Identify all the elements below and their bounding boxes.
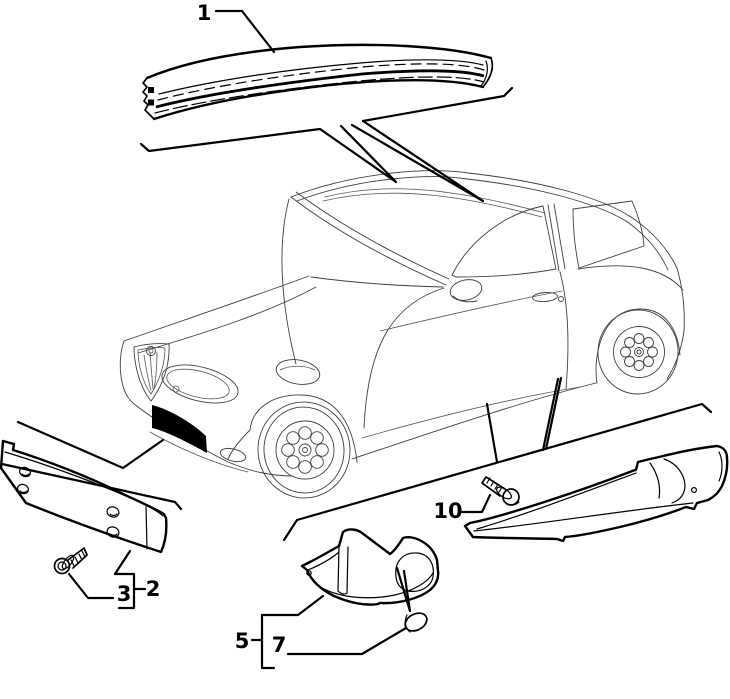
a-pillar-outer bbox=[290, 196, 447, 286]
quarter-window bbox=[572, 200, 645, 269]
grille-shield bbox=[133, 343, 170, 402]
bumper-pointer bbox=[16, 420, 165, 470]
moulding-end-cell bbox=[148, 99, 154, 106]
rear-arch-base bbox=[595, 366, 598, 384]
roof-drip-rail bbox=[296, 176, 627, 222]
moulding-end-section bbox=[142, 77, 155, 120]
roof-application-lines bbox=[139, 86, 514, 203]
hood-shutline bbox=[137, 286, 317, 354]
roof-pointer-right bbox=[350, 119, 485, 203]
callout-7-leader bbox=[286, 626, 408, 656]
car-illustration bbox=[119, 170, 685, 499]
door-window bbox=[451, 205, 557, 278]
bumper-air-intake bbox=[152, 405, 207, 453]
callout-5-7-bracket bbox=[250, 594, 408, 670]
part-3-screw bbox=[53, 547, 88, 575]
callout-7-label: 7 bbox=[272, 633, 287, 657]
callout-3-label: 3 bbox=[117, 582, 132, 606]
callout-5-label: 5 bbox=[235, 629, 250, 653]
bumper-application-lines bbox=[0, 420, 183, 511]
door-lock bbox=[558, 296, 564, 302]
door-front-edge bbox=[363, 287, 445, 429]
roof-pointer-left bbox=[318, 124, 398, 184]
quarter-crease bbox=[577, 265, 684, 291]
front-fender-edge bbox=[227, 429, 251, 460]
bumper-lip bbox=[149, 431, 249, 473]
alfa-badge bbox=[146, 346, 156, 356]
front-wheel bbox=[257, 401, 351, 499]
callout-bracket-2-3 bbox=[113, 572, 147, 610]
rear-edge bbox=[666, 330, 685, 380]
part-2-bumper-moulding bbox=[0, 439, 168, 554]
callout-3-leader bbox=[67, 572, 115, 600]
sill-application-lines bbox=[282, 376, 713, 542]
front-nose bbox=[119, 340, 135, 405]
callout-10-label: 10 bbox=[433, 499, 462, 523]
mirror-stalk bbox=[452, 295, 478, 303]
far-fender-line bbox=[281, 198, 297, 365]
cap-pointer bbox=[395, 566, 412, 613]
hatch-edge bbox=[630, 216, 685, 332]
hatch-inner bbox=[625, 220, 669, 271]
moulding-screw-holes bbox=[17, 466, 120, 538]
roof-seam-b bbox=[322, 192, 543, 218]
b-pillar bbox=[547, 203, 566, 272]
callout-1-leader bbox=[214, 9, 276, 54]
moulding-end-cell bbox=[148, 87, 154, 93]
a-pillar-inner bbox=[295, 191, 450, 280]
fog-light bbox=[219, 447, 247, 463]
sill-pointer-a bbox=[485, 402, 499, 464]
callout-1-label: 1 bbox=[197, 1, 212, 25]
part-10-screw bbox=[481, 476, 520, 506]
part-1-roof-moulding bbox=[142, 43, 494, 121]
rear-wheel bbox=[597, 309, 679, 395]
sill-line bbox=[351, 382, 597, 460]
roof-seam-a bbox=[324, 188, 546, 214]
door-handle bbox=[532, 291, 558, 303]
headlight-left bbox=[161, 364, 239, 404]
sill-pointer-c bbox=[544, 376, 563, 451]
mirror bbox=[449, 279, 483, 301]
callout-2-label: 2 bbox=[146, 577, 161, 601]
door-rear-edge bbox=[559, 271, 569, 390]
front-wheel-arch bbox=[249, 394, 358, 463]
sill-pointer-b bbox=[541, 377, 560, 452]
callout-2-leader bbox=[113, 549, 147, 610]
side-crease bbox=[379, 290, 563, 332]
part-sill-moulding-rear bbox=[463, 444, 729, 543]
rear-wheel-arch bbox=[595, 308, 681, 368]
headlight-right bbox=[275, 359, 321, 385]
cowl-line bbox=[310, 276, 444, 288]
hood-edge bbox=[123, 275, 310, 342]
roofline bbox=[290, 170, 632, 218]
callout-10-leader bbox=[460, 493, 492, 514]
part-5-sill-front-section bbox=[300, 528, 440, 606]
